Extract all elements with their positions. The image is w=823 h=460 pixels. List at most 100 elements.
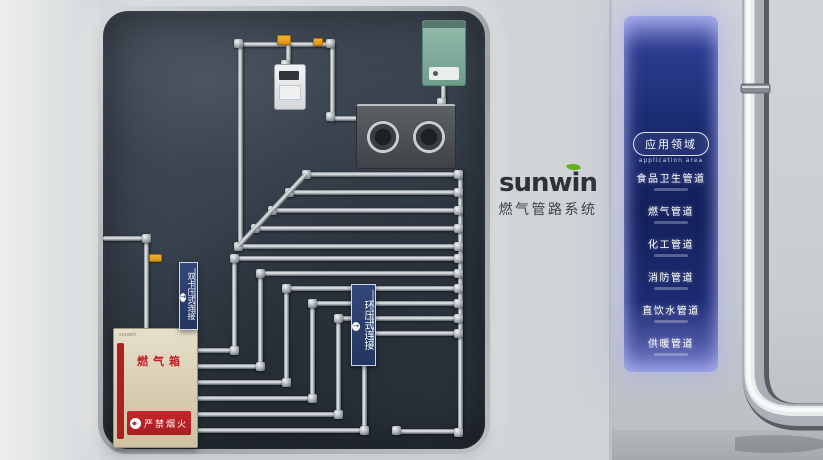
brand-subtitle: 燃气管路系统 <box>498 202 598 218</box>
pipe-segment <box>362 331 367 428</box>
item-caption-line <box>654 353 688 356</box>
pipe-segment <box>286 44 291 66</box>
valve-handle <box>313 38 323 46</box>
pipe-joint <box>392 426 401 435</box>
panel-item-label: 化工管道 <box>648 240 694 251</box>
brand-wordmark: sunwin <box>499 168 598 198</box>
pipe-joint <box>454 329 463 338</box>
pipe-joint <box>308 299 317 308</box>
item-caption-line <box>654 287 688 290</box>
gas-cabinet: sunwin 燃气箱 ◆ 严禁烟火 <box>113 328 198 448</box>
meter-display <box>279 71 299 80</box>
sign-side-note <box>372 290 374 346</box>
pipe-joint <box>454 428 463 437</box>
pipe-joint <box>230 346 239 355</box>
valve-handle <box>149 254 162 262</box>
panel-item-label: 食品卫生管道 <box>636 174 706 185</box>
pipe-joint <box>256 269 265 278</box>
pipe-joint <box>454 314 463 323</box>
pipe-joint <box>454 242 463 251</box>
pipe-segment <box>271 208 460 213</box>
wall-left <box>0 0 100 460</box>
flame-icon: ◆ <box>129 417 141 429</box>
pipe-joint <box>454 284 463 293</box>
stove-burner-right <box>412 120 446 154</box>
valve-handle <box>277 35 291 45</box>
panel-header-caption: application area <box>638 157 704 164</box>
pipe-joint <box>454 188 463 197</box>
boiler-control-panel <box>429 67 459 80</box>
pipe-segment <box>258 271 460 276</box>
wall-seam <box>609 0 613 460</box>
cabinet-title: 燃气箱 <box>137 355 185 368</box>
pipe-joint <box>454 299 463 308</box>
pipe-joint <box>326 39 335 48</box>
sign-text: 环压式连接 <box>362 300 373 350</box>
pipe-segment <box>196 412 336 417</box>
pipe-joint <box>334 314 343 323</box>
panel-item-gas: 燃气管道 <box>624 203 718 224</box>
pipe-segment <box>396 429 458 434</box>
pipe-joint <box>142 234 151 243</box>
pipe-segment <box>237 244 460 249</box>
panel-item-label: 直饮水管道 <box>642 306 700 317</box>
arrow-icon: → <box>180 292 186 302</box>
pipe-segment <box>103 236 149 241</box>
pipe-joint <box>454 269 463 278</box>
item-caption-line <box>654 320 688 323</box>
sign-text: 双卡压式连接 <box>187 272 196 320</box>
pipe-joint <box>234 39 243 48</box>
panel-item-label: 消防管道 <box>648 273 694 284</box>
pipe-segment <box>232 256 460 261</box>
pipe-segment <box>258 271 263 364</box>
pipe-segment <box>196 348 232 353</box>
pipe-segment <box>336 316 460 321</box>
pipe-joint <box>256 362 265 371</box>
pipe-segment <box>196 364 258 369</box>
pipe-segment <box>254 226 460 231</box>
pipe-segment <box>330 116 362 121</box>
pipe-segment <box>144 236 149 330</box>
pipe-joint <box>282 284 291 293</box>
pipe-segment <box>196 380 284 385</box>
cabinet-red-stripe <box>117 343 124 439</box>
pipe-joint <box>360 426 369 435</box>
item-caption-line <box>654 254 688 257</box>
pipe-joint <box>308 394 317 403</box>
pipe-segment <box>284 286 289 380</box>
stove-burner-left <box>366 120 400 154</box>
panel-item-chemical: 化工管道 <box>624 236 718 257</box>
pipe-segment <box>362 331 460 336</box>
panel-header: 应用领域 <box>633 132 709 156</box>
application-areas-panel: 应用领域 application area 食品卫生管道 燃气管道 化工管道 消… <box>624 16 718 372</box>
pipe-segment <box>196 396 310 401</box>
pipe-joint <box>326 112 335 121</box>
panel-item-fire: 消防管道 <box>624 269 718 290</box>
boiler-cap <box>423 21 465 28</box>
pipe-joint <box>454 170 463 179</box>
pipe-joint <box>230 254 239 263</box>
pipe-segment <box>288 190 460 195</box>
brand-logo: sunwin 燃气管路系统 <box>496 161 600 219</box>
pipe-segment <box>305 172 460 177</box>
arrow-icon: → <box>352 321 360 331</box>
pipe-segment <box>232 256 237 348</box>
meter-label <box>279 85 301 100</box>
warning-text: 严禁烟火 <box>143 419 188 430</box>
pipe-joint <box>334 410 343 419</box>
sign-side-note <box>194 268 196 315</box>
item-caption-line <box>654 221 688 224</box>
pipe-segment <box>310 301 460 306</box>
panel-item-heating: 供暖管道 <box>624 335 718 356</box>
pipe-segment <box>310 301 315 396</box>
pipe-segment <box>238 42 243 246</box>
pipe-joint <box>454 254 463 263</box>
pipe-joint <box>454 224 463 233</box>
pipe-segment <box>441 84 446 106</box>
sign-ring-press-connection: 环压式连接 → <box>351 284 376 366</box>
pipe-segment <box>336 316 341 412</box>
sign-dual-press-connection: 双卡压式连接 → <box>179 262 198 330</box>
gas-meter <box>274 64 306 110</box>
